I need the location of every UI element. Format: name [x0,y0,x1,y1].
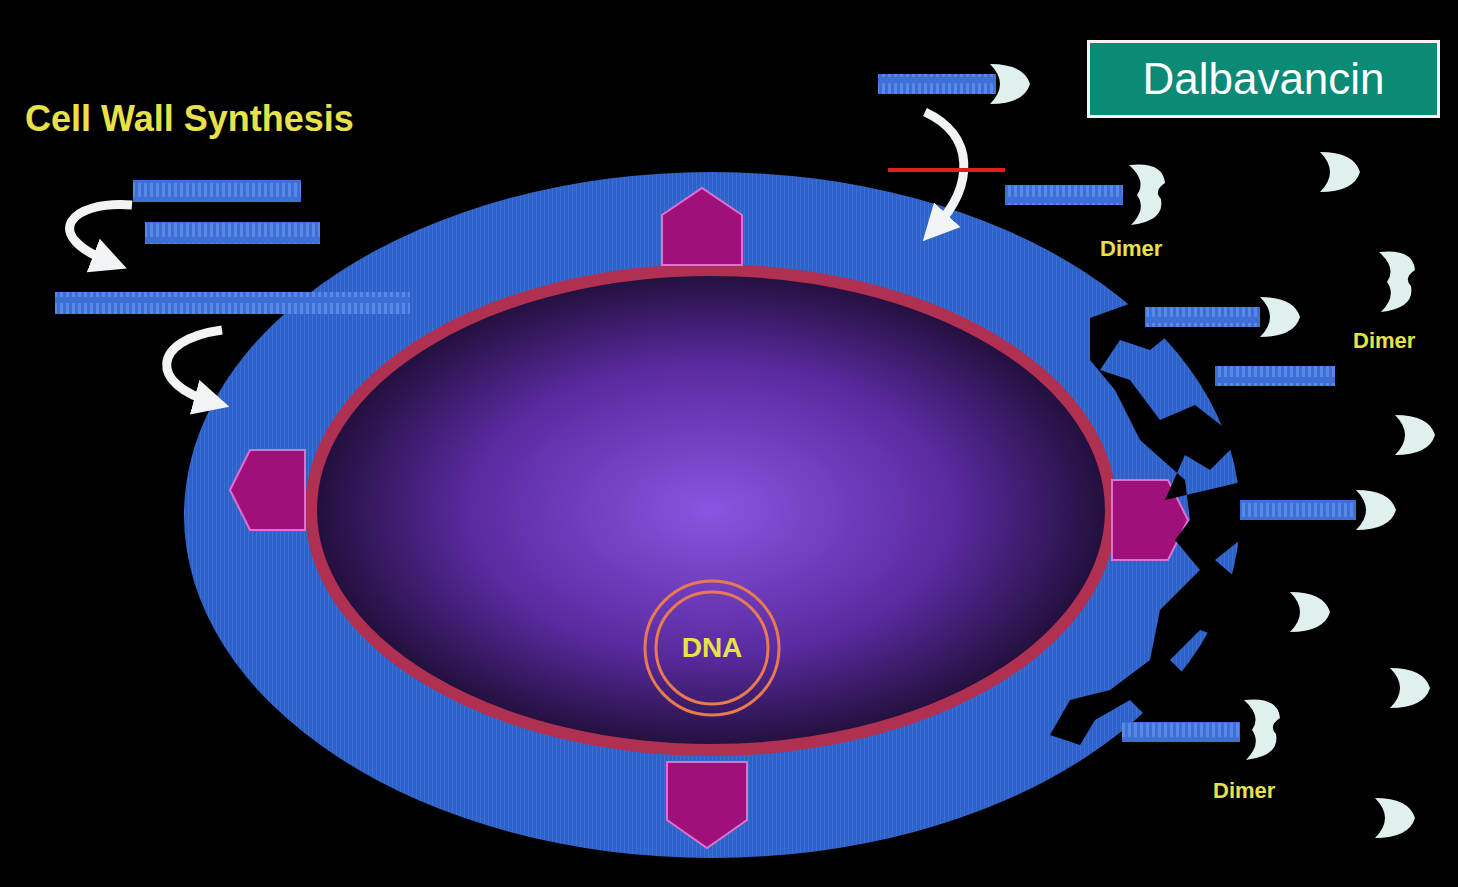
dna-ring-inner [656,592,768,704]
dna-label: DNA [682,632,743,664]
dna-ring-outer [645,581,779,715]
drug-name: Dalbavancin [1142,54,1384,104]
dimer-label: Dimer [1100,236,1162,262]
dimer-label: Dimer [1353,328,1415,354]
drug-name-box: Dalbavancin [1087,40,1440,118]
dimer-label: Dimer [1213,778,1275,804]
process-title: Cell Wall Synthesis [25,98,354,140]
dna-circle: DNA [642,578,782,718]
